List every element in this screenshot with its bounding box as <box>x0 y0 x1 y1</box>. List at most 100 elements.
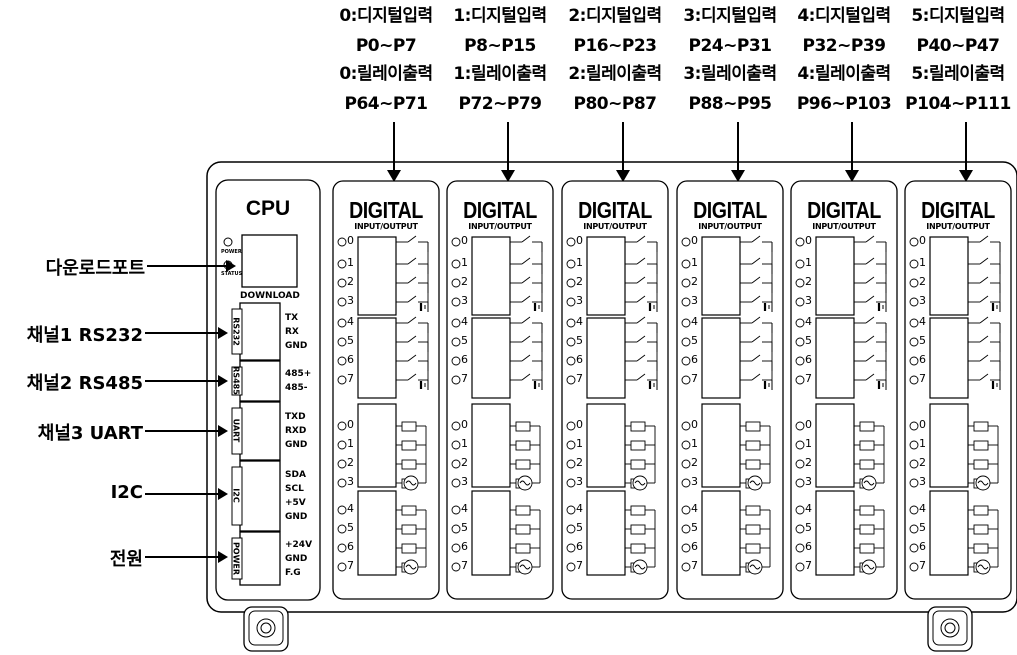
output-range: P88~P95 <box>688 94 772 114</box>
channel-led-icon <box>795 356 805 366</box>
ac-wave-icon <box>405 564 417 570</box>
channel-led-icon <box>451 459 461 469</box>
channel-led-icon <box>681 356 691 366</box>
channel-number: 4 <box>805 315 812 328</box>
channel-number: 5 <box>691 521 698 534</box>
channel-led-icon <box>451 440 461 450</box>
relay-load-icon <box>630 440 646 451</box>
input-range: P24~P31 <box>688 36 772 56</box>
channel-number: 1 <box>576 256 583 269</box>
channel-number: 3 <box>691 294 698 307</box>
channel-led-icon <box>681 297 691 307</box>
channel-number: 4 <box>576 315 583 328</box>
channel-led-icon <box>681 459 691 469</box>
channel-led-icon <box>566 375 576 385</box>
power-led-icon <box>223 237 233 247</box>
mounting-screw-icon <box>940 618 960 638</box>
channel-number: 2 <box>919 275 926 288</box>
channel-number: 3 <box>347 475 354 488</box>
channel-number: 3 <box>805 294 812 307</box>
terminal-block <box>471 403 511 488</box>
channel-led-icon <box>681 278 691 288</box>
channel-number: 5 <box>919 334 926 347</box>
channel-number: 3 <box>919 475 926 488</box>
cpu-pin-label: GND <box>285 553 308 564</box>
terminal-block <box>357 490 397 576</box>
callout-arrowhead-icon <box>226 260 236 272</box>
switch-contact-icon <box>521 335 531 343</box>
channel-led-icon <box>337 297 347 307</box>
channel-led-icon <box>337 237 347 247</box>
channel-number: 4 <box>576 502 583 515</box>
switch-contact-icon <box>751 257 761 265</box>
mounting-foot-inner <box>932 610 968 646</box>
channel-led-icon <box>909 421 919 431</box>
channel-led-icon <box>337 356 347 366</box>
channel-led-icon <box>681 337 691 347</box>
channel-led-icon <box>566 297 576 307</box>
relay-load-icon <box>973 524 989 535</box>
channel-number: 7 <box>805 372 812 385</box>
channel-led-icon <box>451 297 461 307</box>
callout-label: 채널1 RS232 <box>26 325 143 346</box>
switch-contact-icon <box>636 276 646 284</box>
switch-contact-icon <box>407 295 417 303</box>
callout-arrowhead-icon <box>218 425 228 437</box>
channel-number: 2 <box>805 456 812 469</box>
output-range: P96~P103 <box>796 94 892 114</box>
relay-load-icon <box>515 440 531 451</box>
module-subtitle: INPUT/OUTPUT <box>926 222 990 231</box>
output-label: 4:릴레이출력 <box>797 64 891 84</box>
channel-led-icon <box>909 237 919 247</box>
channel-number: 5 <box>576 521 583 534</box>
power-led-label: POWER <box>221 249 242 255</box>
cpu-port-name: I2C <box>231 488 241 503</box>
channel-led-icon <box>337 459 347 469</box>
cpu-pin-label: 485- <box>285 383 308 393</box>
input-label: 0:디지털입력 <box>339 6 433 26</box>
switch-contact-icon <box>407 276 417 284</box>
switch-contact-icon <box>751 295 761 303</box>
channel-led-icon <box>566 421 576 431</box>
channel-number: 7 <box>347 559 354 572</box>
input-label: 1:디지털입력 <box>453 6 547 26</box>
ac-wave-icon <box>977 564 989 570</box>
channel-number: 1 <box>919 437 926 450</box>
channel-led-icon <box>909 278 919 288</box>
channel-number: 2 <box>576 456 583 469</box>
switch-contact-icon <box>979 276 989 284</box>
relay-load-icon <box>630 421 646 432</box>
callout-label: 다운로드포트 <box>45 258 145 279</box>
input-label: 2:디지털입력 <box>568 6 662 26</box>
channel-number: 3 <box>691 475 698 488</box>
channel-number: 4 <box>919 315 926 328</box>
terminal-block <box>701 403 741 488</box>
channel-number: 7 <box>691 372 698 385</box>
channel-number: 5 <box>461 334 468 347</box>
switch-contact-icon <box>636 235 646 243</box>
mounting-screw-icon <box>944 622 956 634</box>
channel-led-icon <box>909 375 919 385</box>
channel-number: 0 <box>576 234 583 247</box>
channel-number: 2 <box>919 456 926 469</box>
channel-number: 5 <box>919 521 926 534</box>
output-label: 5:릴레이출력 <box>911 64 1005 84</box>
terminal-block <box>815 317 855 399</box>
channel-number: 4 <box>691 502 698 515</box>
channel-number: 6 <box>347 353 354 366</box>
switch-contact-icon <box>751 373 761 381</box>
relay-load-icon <box>745 440 761 451</box>
mounting-foot <box>243 606 289 652</box>
switch-contact-icon <box>636 354 646 362</box>
channel-led-icon <box>451 543 461 553</box>
mounting-screw-icon <box>256 618 276 638</box>
relay-load-icon <box>973 440 989 451</box>
channel-number: 5 <box>805 334 812 347</box>
terminal-block <box>929 490 969 576</box>
channel-number: 6 <box>576 353 583 366</box>
module-arrowhead-icon <box>387 170 401 182</box>
channel-led-icon <box>909 478 919 488</box>
channel-led-icon <box>795 375 805 385</box>
